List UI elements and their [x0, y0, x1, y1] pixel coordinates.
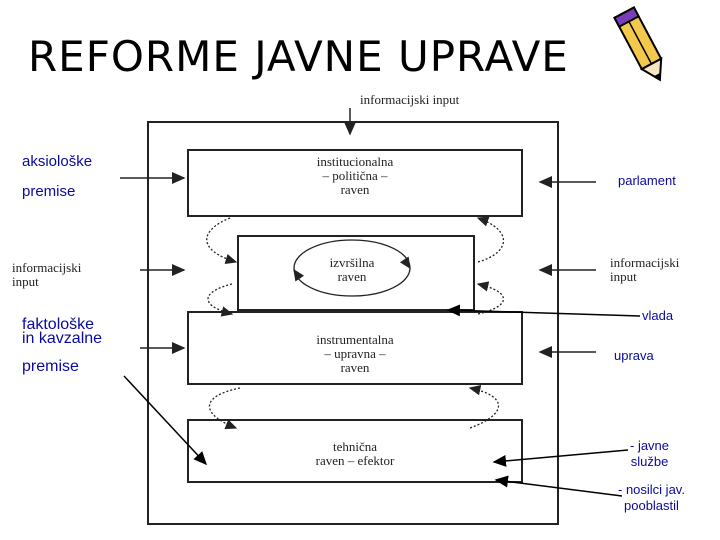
- top-input-label: informacijski input: [360, 93, 520, 107]
- cycle-right-1: [478, 218, 504, 262]
- technical-line1: tehnična: [280, 440, 430, 454]
- technical-level-text: tehnična raven – efektor: [280, 440, 430, 468]
- institutional-level-text: institucionalna – politična – raven: [290, 155, 420, 197]
- public-services-line2: službe: [630, 454, 669, 470]
- right-input-line2: input: [610, 270, 710, 284]
- technical-line2: raven – efektor: [280, 454, 430, 468]
- factual-line3: premise: [22, 358, 102, 376]
- institutional-line2: – politična –: [290, 169, 420, 183]
- axiological-line1: aksiološke: [22, 153, 92, 171]
- axiological-premises-label: aksiološke premise: [22, 153, 92, 201]
- cycle-left-2: [208, 284, 232, 314]
- instrumental-level-text: instrumentalna – upravna – raven: [290, 333, 420, 375]
- holders-line2: pooblastil: [618, 498, 685, 514]
- pointer-public-services: [494, 450, 628, 462]
- left-input-label: informacijski input: [12, 261, 132, 289]
- cycle-left-1: [207, 218, 236, 262]
- factual-line2: in kavzalne: [22, 332, 102, 346]
- right-input-label: informacijski input: [610, 256, 710, 284]
- public-powers-holders-label: - nosilci jav. pooblastil: [618, 482, 685, 514]
- parliament-label: parlament: [618, 173, 676, 189]
- public-services-label: - javne službe: [630, 438, 669, 470]
- instrumental-line1: instrumentalna: [290, 333, 420, 347]
- left-input-line2: input: [12, 275, 132, 289]
- institutional-line3: raven: [290, 183, 420, 197]
- government-label: vlada: [642, 308, 673, 324]
- left-input-line1: informacijski: [12, 261, 132, 275]
- executive-line2: raven: [300, 270, 404, 284]
- administration-label: uprava: [614, 348, 654, 364]
- right-input-line1: informacijski: [610, 256, 710, 270]
- instrumental-line3: raven: [290, 361, 420, 375]
- cycle-left-3: [209, 388, 240, 428]
- institutional-line1: institucionalna: [290, 155, 420, 169]
- factual-premises-label: faktološke in kavzalne premise: [22, 318, 102, 376]
- axiological-line2: premise: [22, 183, 92, 201]
- executive-line1: izvršilna: [300, 256, 404, 270]
- executive-level-text: izvršilna raven: [300, 256, 404, 284]
- instrumental-line2: – upravna –: [290, 347, 420, 361]
- holders-line1: - nosilci jav.: [618, 482, 685, 498]
- cycle-right-3: [470, 388, 499, 428]
- public-services-line1: - javne: [630, 438, 669, 454]
- cycle-right-2: [478, 284, 504, 314]
